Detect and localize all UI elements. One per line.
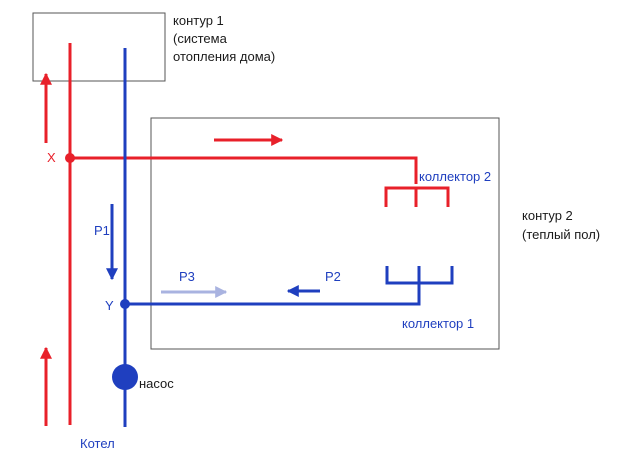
collector2-label: коллектор 2 xyxy=(419,169,492,184)
contour2-label-line2: (теплый пол) xyxy=(522,227,601,242)
contour2-label-line1: контур 2 xyxy=(522,208,573,223)
contour2-frame xyxy=(150,117,500,350)
pump-label: насос xyxy=(139,376,174,391)
p1-label: P1 xyxy=(94,223,110,238)
p2-label: P2 xyxy=(325,269,341,284)
contour1-frame xyxy=(32,12,166,82)
hot-branch-pipe xyxy=(70,156,418,184)
p3-label: P3 xyxy=(179,269,195,284)
boiler-label: Котел xyxy=(80,436,115,451)
contour1-label-line1: контур 1 xyxy=(173,13,224,28)
cold-branch-pipe xyxy=(125,283,421,306)
point-y-label: Y xyxy=(105,298,114,313)
point-x-label: X xyxy=(47,150,56,165)
collector1-label: коллектор 1 xyxy=(402,316,475,331)
point-x-node xyxy=(65,153,75,163)
point-y-node xyxy=(120,299,130,309)
contour1-label-line2: (система xyxy=(173,31,227,46)
contour1-label-line3: отопления дома) xyxy=(173,49,276,64)
pump-symbol xyxy=(112,364,138,390)
